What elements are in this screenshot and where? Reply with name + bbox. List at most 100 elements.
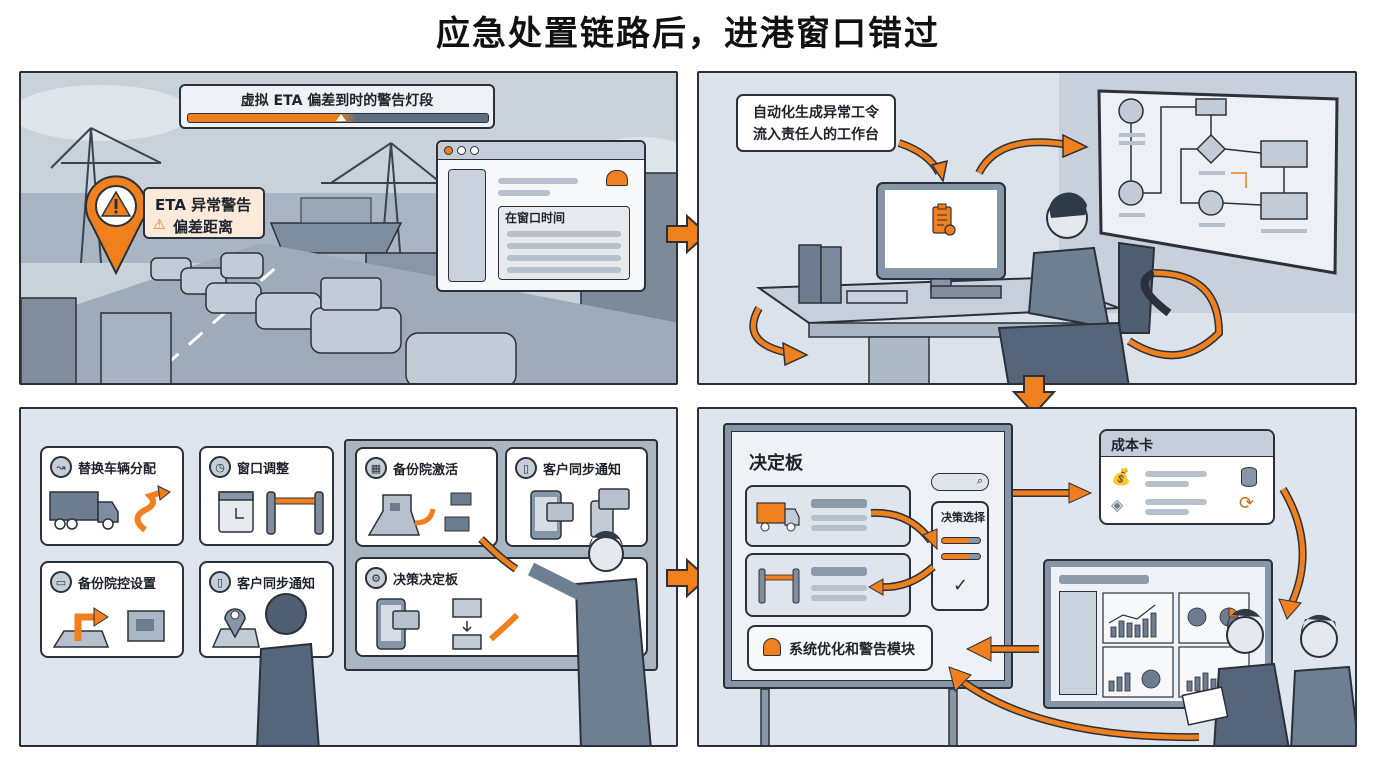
siren-icon: [606, 170, 628, 186]
window-dot-orange[interactable]: [444, 146, 453, 155]
action-card-backup-yard-activate[interactable]: ▦ 备份院激活: [355, 447, 498, 547]
text-placeholder: [507, 267, 621, 273]
callout-line-2: 流入责任人的工作台: [753, 127, 879, 143]
eta-anomaly-callout: ETA 异常警告 ⚠ 偏差距离: [143, 187, 265, 239]
system-optimization-button[interactable]: 系统优化和警告模块: [747, 625, 933, 671]
window-sidebar: [448, 169, 486, 282]
map-pin-art: [211, 608, 260, 648]
clipboard-gear-icon: [932, 203, 956, 236]
decision-choice-panel: 决策选择 ✓: [931, 501, 989, 611]
cost-card: 成本卡 💰 ◈ ⟳: [1099, 429, 1275, 525]
board-search-input[interactable]: ⌕: [931, 473, 989, 491]
workflow-diagram: [1118, 98, 1308, 233]
window-node: [1260, 192, 1308, 220]
text-placeholder: [811, 595, 867, 601]
phones-chat-art: [530, 488, 630, 540]
location-pin-warning-icon: [85, 175, 147, 276]
warning-icon: ⚠: [153, 217, 166, 233]
choice-option-bar[interactable]: [941, 537, 981, 544]
text-placeholder: [811, 525, 867, 531]
callout-line-1: 自动化生成异常工令: [753, 105, 879, 121]
text-placeholder: [498, 178, 578, 184]
phone-docs-art: [376, 598, 520, 650]
flow-arrows: [749, 133, 1224, 367]
calendar-icon: ▦: [365, 457, 387, 479]
check-icon[interactable]: ✓: [953, 575, 969, 596]
decision-choice-title: 决策选择: [941, 511, 985, 524]
text-placeholder: [498, 190, 550, 196]
warehouse-trucks-art: [367, 492, 472, 536]
action-card-label: 客户同步通知: [543, 463, 622, 478]
action-card-label: 备份院控设置: [78, 577, 157, 592]
text-placeholder: [811, 567, 867, 576]
decision-diamond: [1195, 133, 1227, 165]
truck-icon: [756, 502, 800, 532]
text-placeholder: [811, 585, 867, 591]
document-icon: [1195, 98, 1227, 116]
text-placeholder: [811, 515, 867, 521]
panel-actions: ↝ 替换车辆分配 ◷ 窗口调整 ▭ 备份院控设置: [19, 407, 678, 747]
action-card-label: 客户同步通知: [237, 577, 316, 592]
window-node: [1260, 140, 1308, 168]
text-placeholder: [811, 499, 867, 508]
action-card-label: 窗口调整: [237, 462, 290, 477]
action-card-label: 替换车辆分配: [78, 462, 157, 477]
choice-option-bar[interactable]: [941, 553, 981, 560]
time-window-box: 在窗口时间: [498, 206, 630, 280]
cost-card-title: 成本卡: [1111, 438, 1153, 454]
analysts-illustration: [1181, 608, 1355, 745]
eta-progress-track: [187, 113, 489, 123]
text-placeholder: [507, 243, 621, 249]
layers-icon: ◈: [1111, 495, 1124, 514]
text-placeholder: [1145, 471, 1207, 477]
work-order-callout: 自动化生成异常工令 流入责任人的工作台: [736, 94, 896, 152]
cost-card-header: [1101, 431, 1273, 457]
window-dot-white[interactable]: [457, 146, 466, 155]
panel-decision: 决定板 ⌕ 决策选择 ✓ 系: [697, 407, 1357, 747]
text-placeholder: [507, 231, 621, 237]
action-card-backup-yard-setup[interactable]: ▭ 备份院控设置: [40, 561, 184, 658]
dashboard-header-bar: [1059, 575, 1149, 584]
text-placeholder: [1145, 481, 1189, 487]
action-card-window-adjust[interactable]: ◷ 窗口调整: [199, 446, 334, 546]
group-icon: [1118, 180, 1144, 206]
decision-board-title: 决定板: [749, 453, 803, 474]
action-card-customer-notify-2[interactable]: ▯ 客户同步通知: [505, 447, 648, 547]
eta-anomaly-title: ETA 异常警告: [155, 196, 252, 214]
phone-icon: ▯: [209, 571, 231, 593]
presenters-illustration: [256, 530, 652, 745]
phone-icon: ▯: [515, 457, 537, 479]
action-card-replace-vehicle[interactable]: ↝ 替换车辆分配: [40, 446, 184, 546]
folder-icon: ▭: [50, 571, 72, 593]
route-icon: ↝: [50, 456, 72, 478]
text-placeholder: [507, 255, 621, 261]
database-icon: [1241, 467, 1257, 487]
system-optimization-label: 系统优化和警告模块: [789, 642, 915, 658]
window-titlebar: [438, 142, 644, 160]
refresh-icon: ⟳: [1239, 493, 1255, 514]
eta-bar-label: 虚拟 ETA 偏差到时的警告灯段: [240, 93, 434, 109]
gate-icon: [758, 568, 800, 604]
panel4-arrows: [948, 482, 1307, 742]
time-window-title: 在窗口时间: [505, 211, 566, 225]
action-card-label: 决策决定板: [393, 573, 459, 588]
window-dot-white[interactable]: [470, 146, 479, 155]
turn-arrow-truck-art: [52, 607, 165, 648]
dashboard-sidebar: [1059, 591, 1097, 695]
money-bag-icon: 💰: [1111, 467, 1131, 486]
text-placeholder: [1145, 509, 1189, 515]
calendar-icon: [1198, 190, 1224, 216]
action-card-label: 备份院激活: [393, 463, 459, 478]
widget-bar-pie: [1102, 646, 1174, 698]
arrow-down-icon: [1011, 375, 1057, 416]
clock-icon: ◷: [209, 456, 231, 478]
search-icon[interactable]: ⌕: [976, 474, 983, 487]
app-window: 在窗口时间: [436, 140, 646, 292]
panel-work-order: 自动化生成异常工令 流入责任人的工作台: [697, 71, 1357, 385]
user-icon: [1118, 98, 1144, 124]
deviation-distance-label: 偏差距离: [173, 218, 234, 236]
calendar-gate-art: [218, 491, 324, 535]
siren-icon: [763, 638, 781, 656]
board-stand: [760, 688, 958, 745]
text-placeholder: [1145, 499, 1207, 505]
